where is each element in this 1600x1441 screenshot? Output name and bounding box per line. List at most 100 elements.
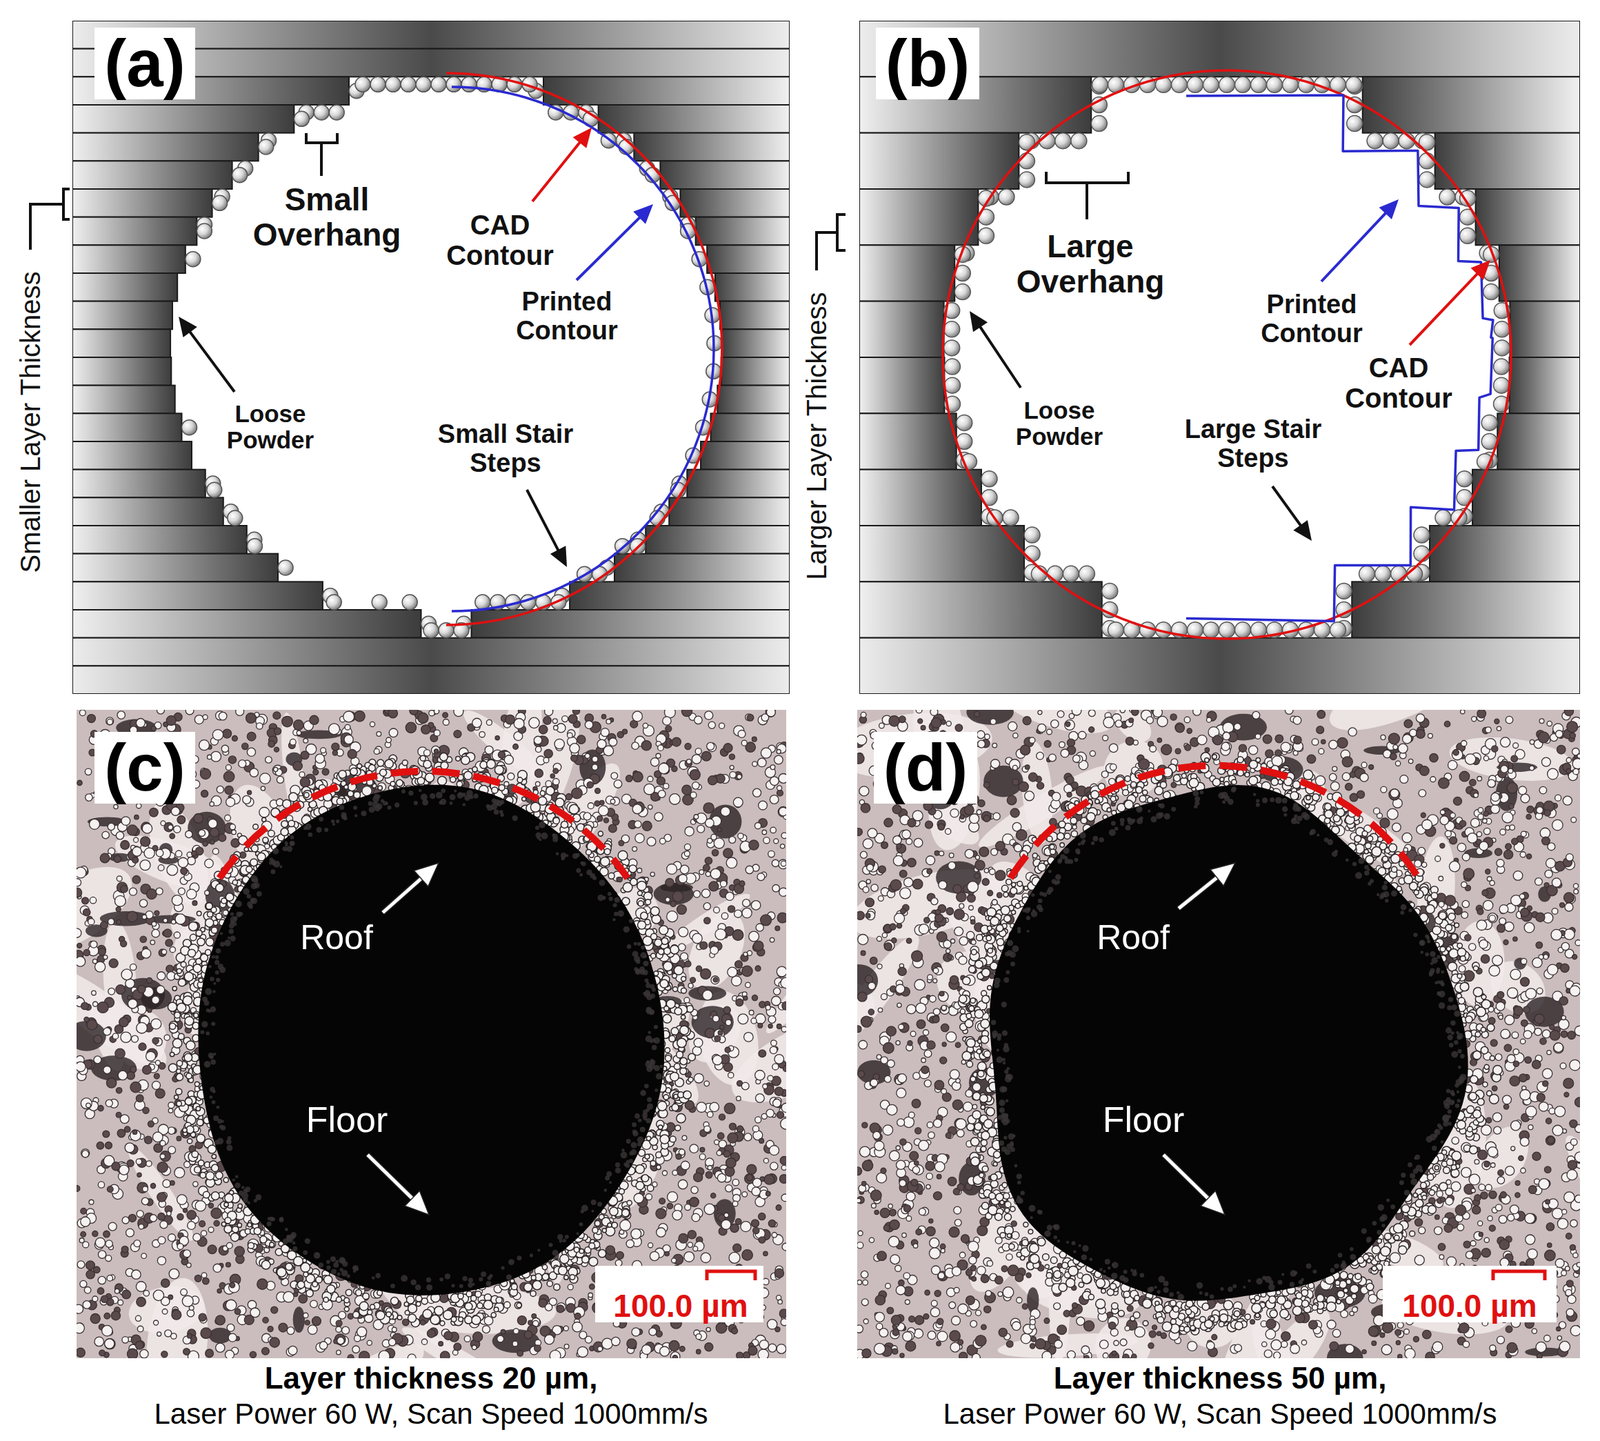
powder-speck	[666, 911, 678, 923]
powder-speck	[577, 735, 586, 744]
powder-speck	[773, 838, 779, 844]
powder-speck	[186, 1262, 192, 1268]
layer-strip	[720, 301, 790, 330]
powder-speck	[146, 888, 157, 900]
powder-speck	[388, 728, 398, 738]
powder-speck	[81, 1002, 89, 1010]
layer-strip	[859, 637, 1580, 694]
powder-speck	[128, 887, 137, 896]
powder-speck	[144, 1135, 152, 1144]
powder-speck	[631, 742, 639, 749]
powder-speck	[774, 755, 784, 765]
powder-speck	[307, 1324, 318, 1335]
powder-speck	[201, 790, 209, 798]
powder-speck	[684, 826, 694, 836]
layer-strip	[72, 133, 259, 162]
powder-speck	[703, 864, 711, 872]
powder-speck	[760, 914, 772, 926]
powder-speck	[77, 1260, 85, 1269]
powder-speck	[699, 1153, 706, 1160]
powder-particle	[246, 538, 263, 554]
powder-speck	[684, 742, 692, 749]
powder-speck	[678, 926, 689, 937]
powder-speck	[187, 856, 196, 865]
powder-speck	[744, 1133, 752, 1141]
layer-strip	[72, 469, 206, 498]
powder-speck	[701, 751, 712, 761]
powder-speck	[121, 968, 133, 980]
powder-speck	[728, 1122, 736, 1130]
powder-speck	[180, 1288, 188, 1296]
powder-speck	[177, 857, 188, 867]
powder-particle	[326, 594, 342, 610]
powder-speck	[140, 860, 151, 871]
powder-speck	[742, 1249, 753, 1260]
powder-speck	[655, 1208, 667, 1219]
powder-speck	[91, 990, 97, 996]
powder-speck	[128, 1213, 136, 1222]
powder-speck	[293, 720, 304, 731]
layer-strip	[1472, 469, 1580, 526]
layer-strip	[72, 104, 294, 134]
powder-speck	[666, 1202, 673, 1209]
powder-particle	[196, 223, 212, 239]
powder-speck	[95, 1237, 105, 1247]
powder-speck	[689, 769, 700, 780]
powder-particle	[355, 76, 371, 92]
powder-particle	[1078, 565, 1095, 582]
powder-speck	[185, 706, 194, 715]
powder-speck	[672, 1210, 683, 1220]
powder-speck	[725, 1184, 733, 1192]
powder-particle	[1456, 471, 1473, 487]
powder-speck	[758, 1049, 767, 1058]
powder-speck	[608, 737, 618, 747]
powder-speck	[650, 871, 655, 876]
layer-strip	[72, 609, 422, 638]
layer-strip	[1475, 188, 1580, 245]
powder-speck	[193, 813, 204, 823]
layer-strip	[543, 76, 790, 105]
powder-speck	[517, 1315, 527, 1325]
powder-particle	[1493, 377, 1510, 394]
layer-strip	[859, 244, 955, 301]
powder-speck	[162, 1308, 168, 1314]
powder-speck	[779, 1174, 789, 1184]
powder-particle	[977, 227, 994, 244]
powder-speck	[146, 1160, 152, 1167]
powder-speck	[606, 718, 612, 724]
powder-speck	[300, 751, 309, 760]
powder-speck	[746, 713, 754, 721]
layer-strip	[72, 637, 790, 667]
powder-particle	[1382, 133, 1399, 149]
powder-speck	[768, 850, 776, 858]
powder-speck	[679, 1346, 685, 1352]
powder-particle	[944, 321, 960, 338]
layer-strip	[72, 385, 176, 414]
powder-speck	[107, 822, 115, 830]
layer-strip	[72, 188, 213, 218]
powder-speck	[150, 940, 156, 945]
powder-speck	[730, 1223, 739, 1232]
powder-speck	[113, 855, 121, 863]
dark-pore	[293, 1306, 305, 1333]
powder-particle	[415, 76, 432, 92]
powder-speck	[311, 1316, 321, 1326]
powder-speck	[352, 1345, 360, 1353]
powder-speck	[625, 775, 633, 783]
layer-strip	[859, 525, 1025, 582]
powder-particle	[954, 284, 971, 300]
powder-speck	[646, 837, 656, 847]
powder-speck	[97, 1250, 106, 1258]
layer-strip	[1435, 133, 1580, 189]
layer-strip	[72, 553, 278, 583]
powder-speck	[362, 786, 372, 796]
powder-speck	[534, 768, 543, 778]
powder-speck	[405, 722, 416, 733]
powder-speck	[680, 952, 688, 960]
powder-particle	[277, 560, 294, 576]
powder-particle	[181, 420, 197, 436]
powder-speck	[775, 1204, 782, 1211]
powder-particle	[1046, 565, 1063, 582]
powder-speck	[80, 1231, 87, 1237]
powder-particle	[227, 510, 243, 526]
